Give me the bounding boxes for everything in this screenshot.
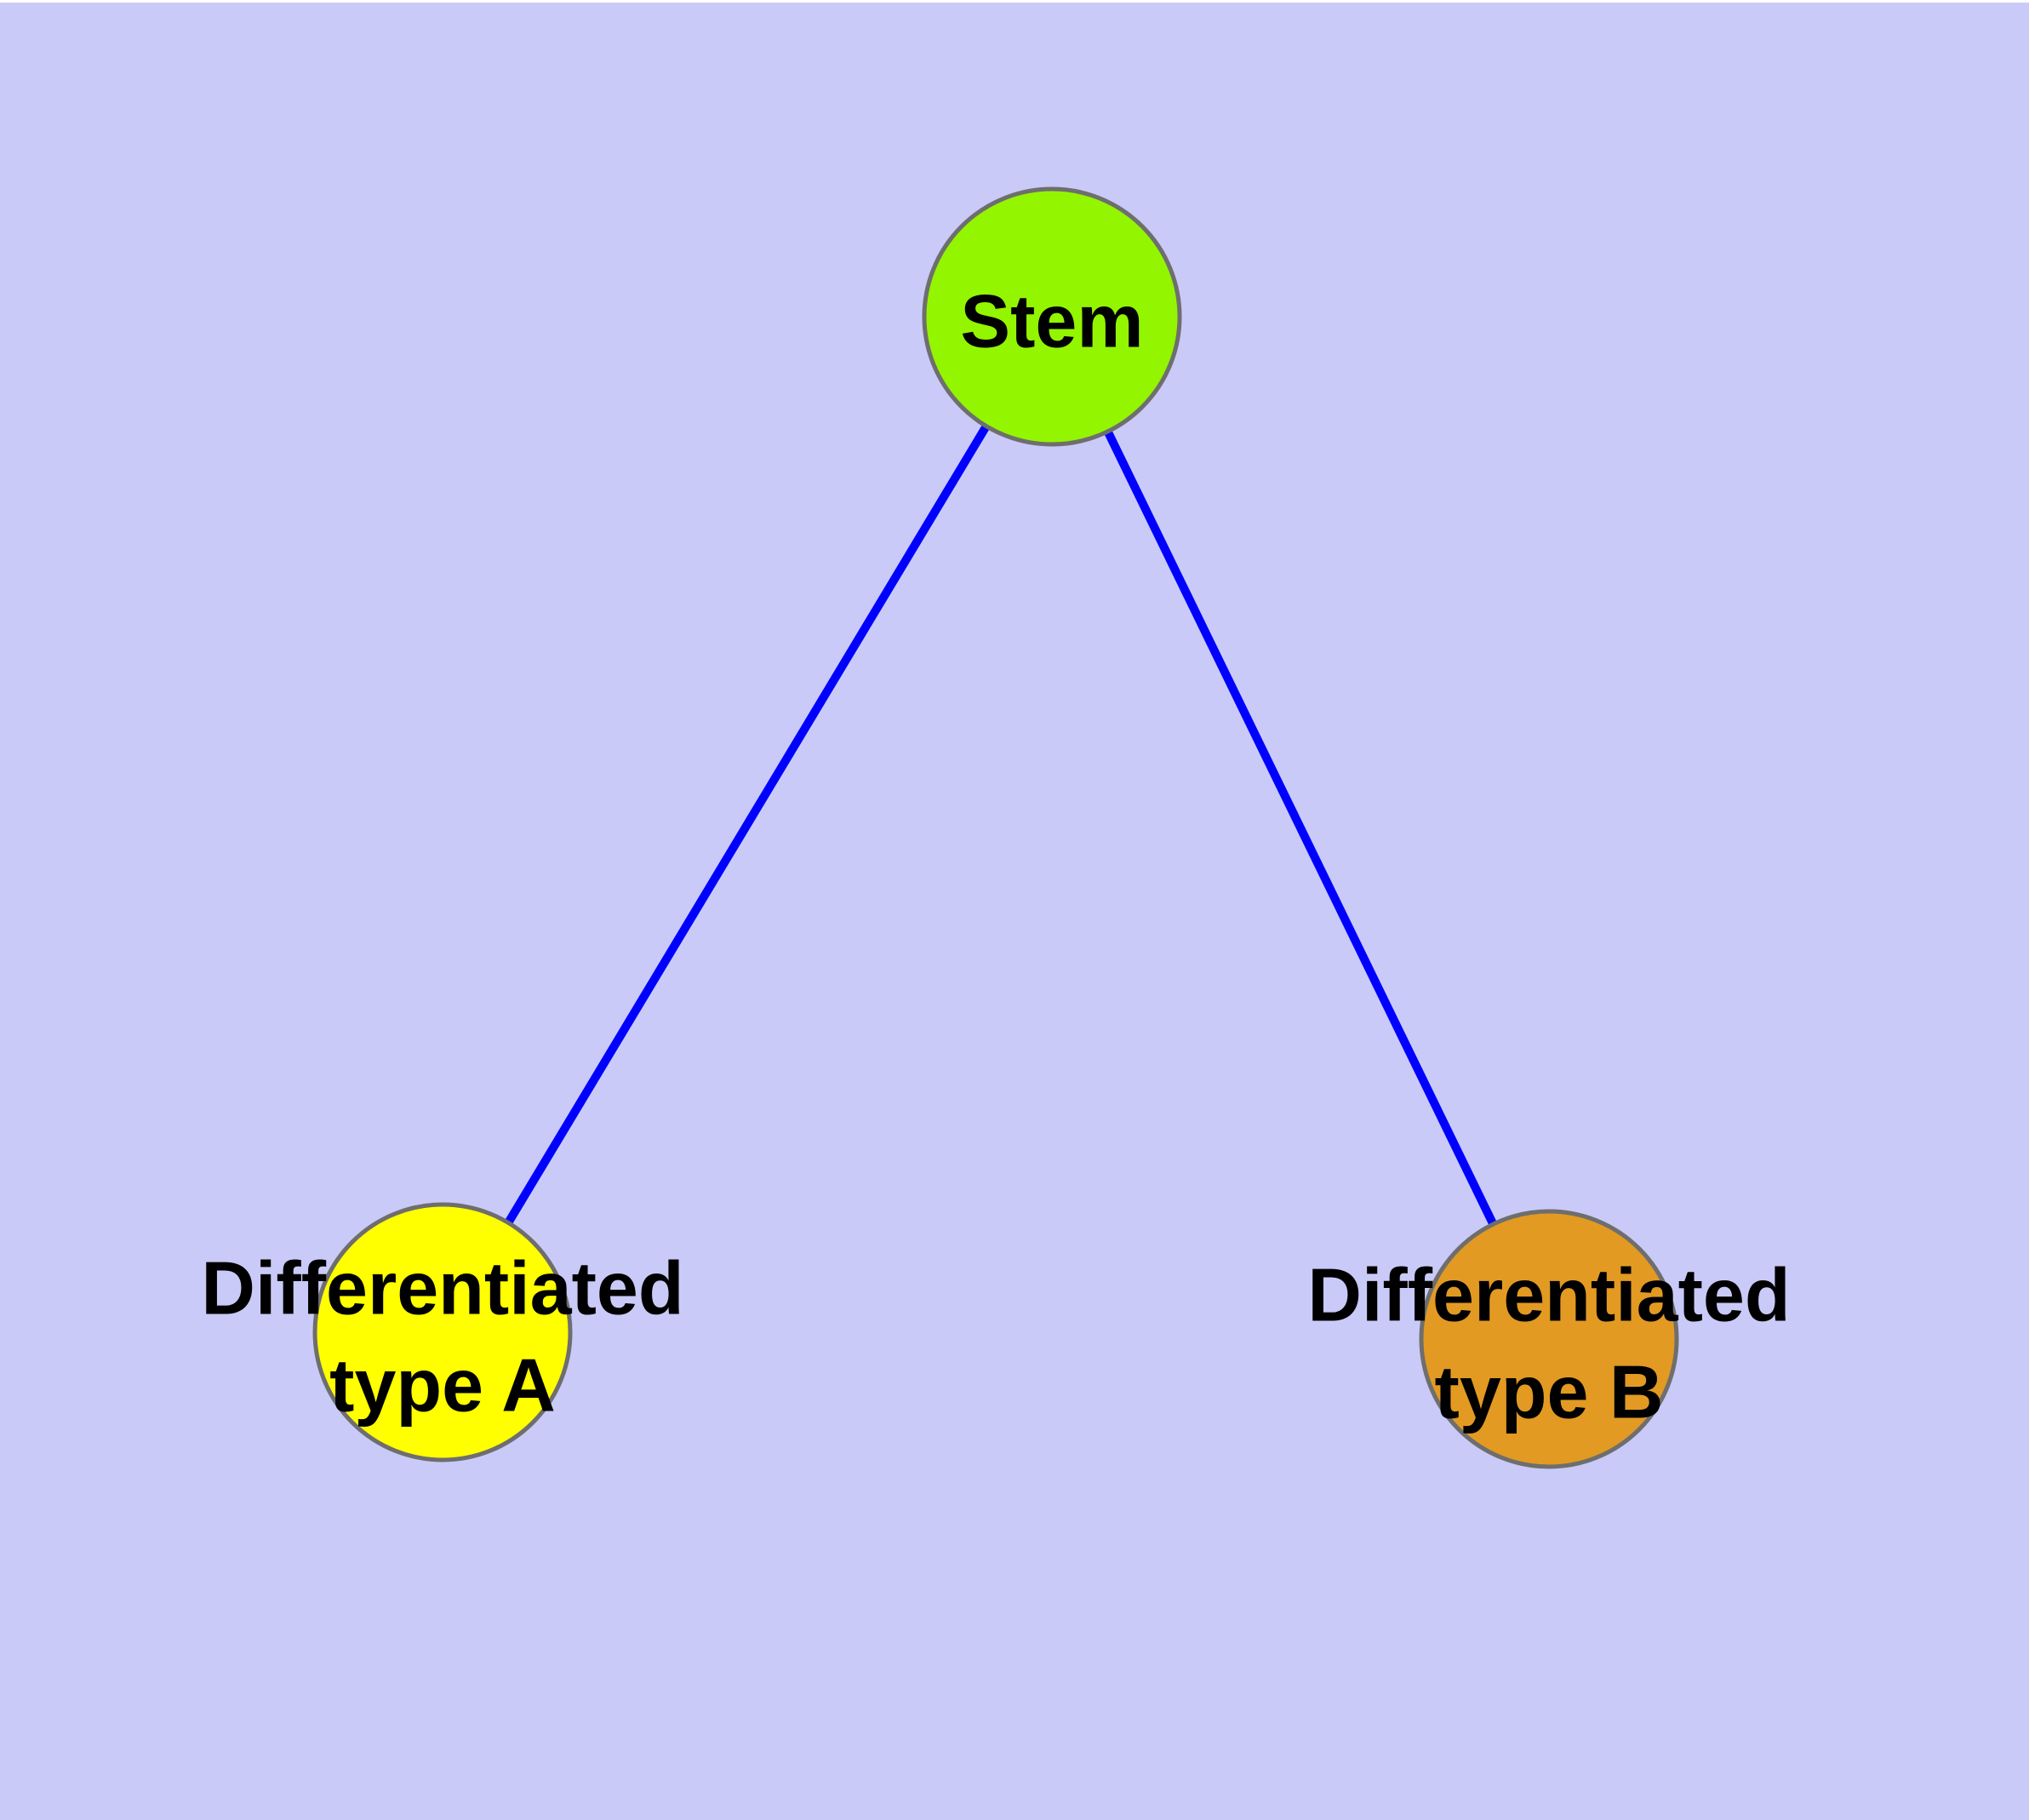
top-white-strip: [0, 0, 2029, 3]
node-label-differentiated-type-a-line-1: Differentiated: [201, 1246, 683, 1331]
node-label-differentiated-type-b-line-2: type B: [1435, 1350, 1664, 1434]
node-label-stem-line-1: Stem: [960, 279, 1143, 363]
edge-stem-to-differentiated-type-a: [438, 314, 1056, 1335]
node-label-differentiated-type-b-line-1: Differentiated: [1307, 1253, 1790, 1337]
node-label-differentiated-type-a-line-2: type A: [329, 1343, 556, 1428]
node-differentiated-type-b: [1419, 1209, 1679, 1469]
nodes-layer: [312, 186, 1679, 1469]
node-differentiated-type-a: [312, 1202, 573, 1462]
node-stem: [922, 186, 1182, 447]
edge-stem-to-differentiated-type-b: [1048, 314, 1553, 1342]
edges-layer: [438, 314, 1553, 1342]
